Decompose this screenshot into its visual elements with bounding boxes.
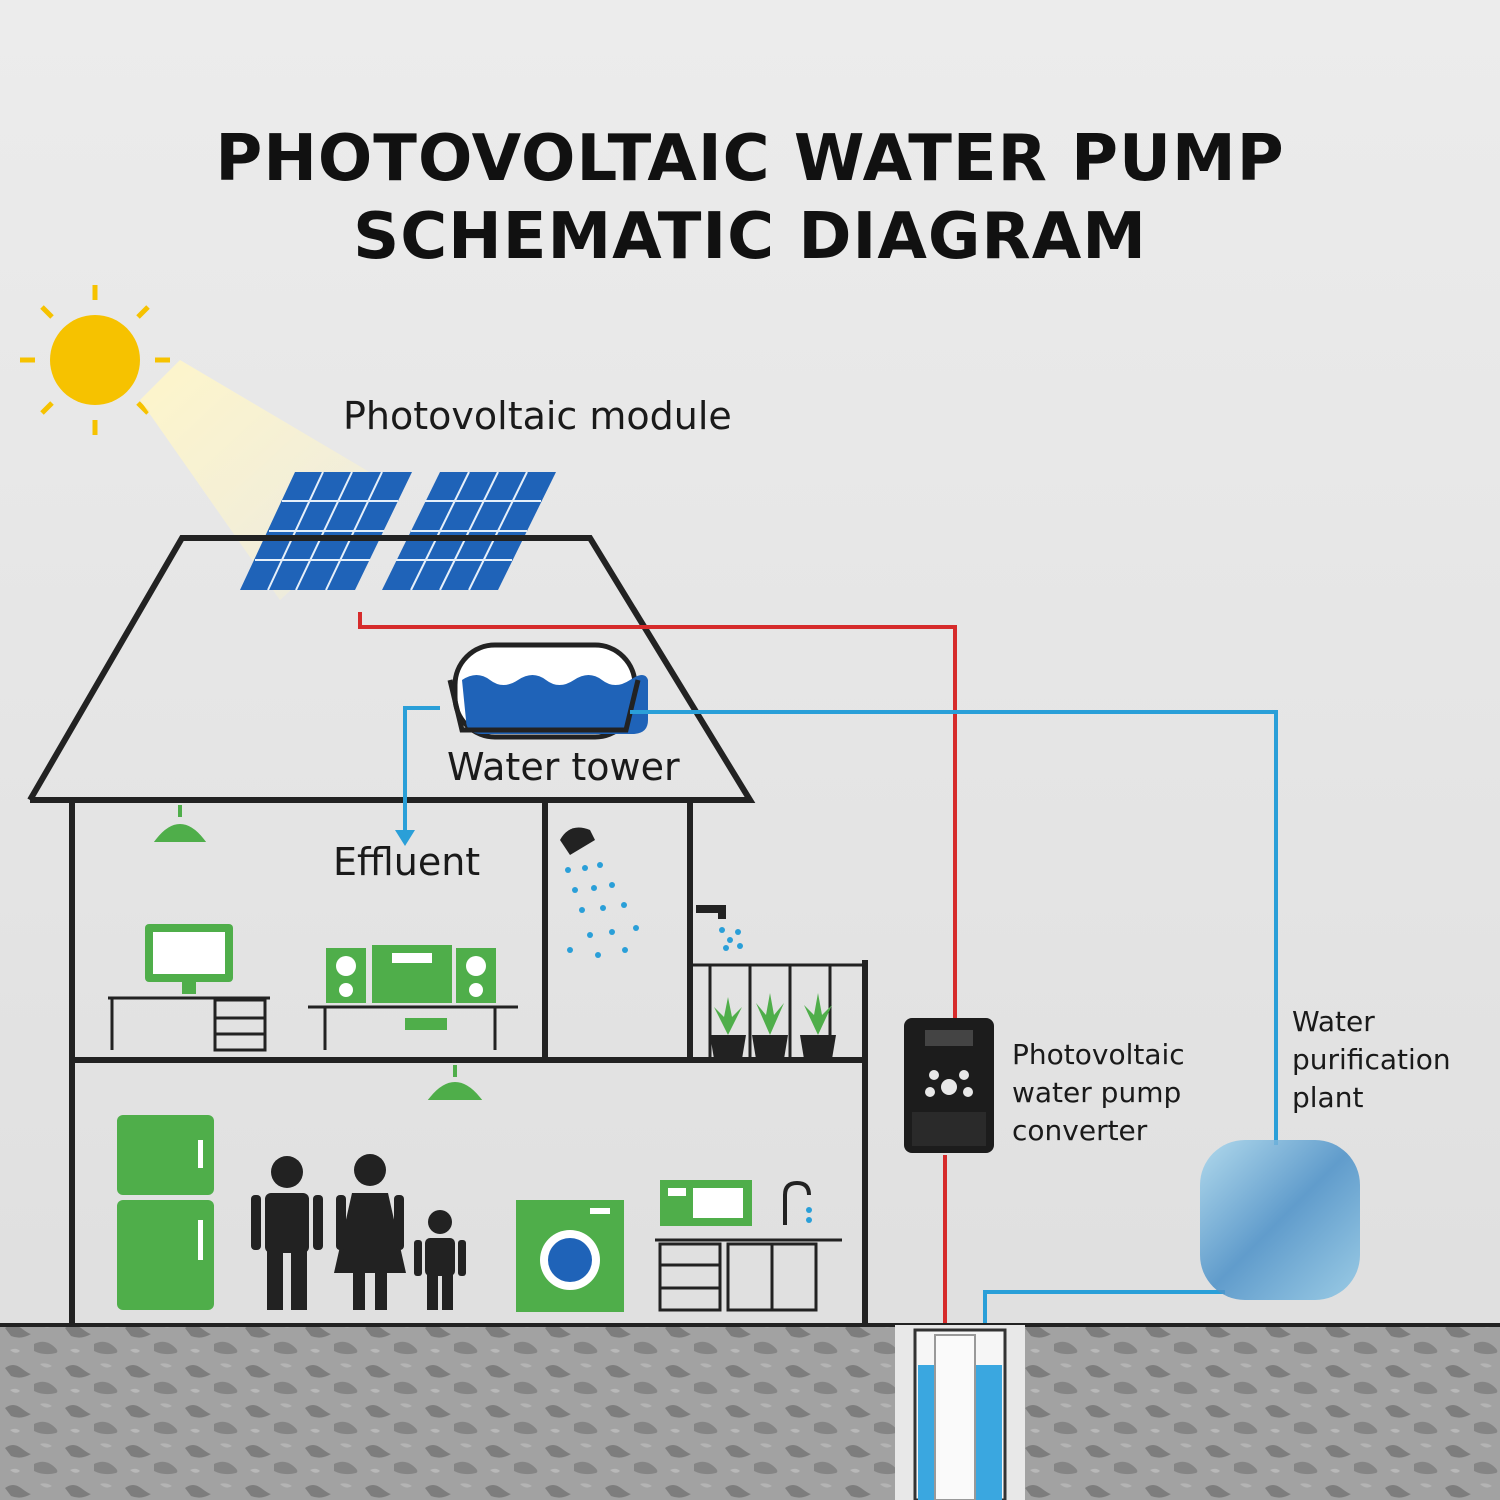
washing-machine-icon — [516, 1200, 624, 1312]
shower-icon — [560, 827, 639, 958]
kitchen-counter-icon — [655, 1180, 842, 1312]
label-photovoltaic-module: Photovoltaic module — [343, 394, 732, 438]
effluent-arrow-icon — [395, 830, 415, 846]
label-purification-line-3: plant — [1292, 1081, 1364, 1114]
ceiling-lamp-icon — [153, 805, 207, 842]
computer-desk-icon — [108, 924, 270, 1052]
label-effluent: Effluent — [333, 840, 481, 884]
photovoltaic-panel-right — [382, 471, 556, 591]
label-converter-line-3: converter — [1012, 1114, 1148, 1147]
faucet-icon — [696, 905, 743, 951]
label-purification-line-2: purification — [1292, 1043, 1451, 1076]
pump-converter-device — [904, 1018, 994, 1153]
label-converter-line-1: Photovoltaic — [1012, 1038, 1185, 1071]
well-shaft — [895, 1325, 1025, 1500]
purification-tank — [1200, 1140, 1360, 1300]
label-converter: Photovoltaic water pump converter — [1012, 1036, 1185, 1150]
water-tower-tank — [447, 642, 648, 740]
label-purification-plant: Water purification plant — [1292, 1003, 1451, 1117]
plant-icons — [710, 993, 836, 1059]
effluent-line — [403, 706, 440, 830]
refrigerator-icon — [117, 1115, 214, 1310]
stereo-cabinet-icon — [308, 945, 518, 1050]
ceiling-lamp-icon — [427, 1065, 483, 1100]
house-outline — [27, 535, 868, 1325]
family-icon — [251, 1154, 466, 1310]
ground — [0, 1325, 1500, 1500]
title-line-1: PHOTOVOLTAIC WATER PUMP — [215, 122, 1285, 196]
power-line — [358, 612, 957, 1030]
label-water-tower: Water tower — [447, 745, 680, 789]
sun-icon — [20, 285, 170, 435]
photovoltaic-panel-left — [240, 471, 412, 591]
label-converter-line-2: water pump — [1012, 1076, 1182, 1109]
title-line-2: SCHEMATIC DIAGRAM — [353, 200, 1147, 274]
water-line-supply — [630, 710, 1278, 1145]
label-purification-line-1: Water — [1292, 1005, 1375, 1038]
